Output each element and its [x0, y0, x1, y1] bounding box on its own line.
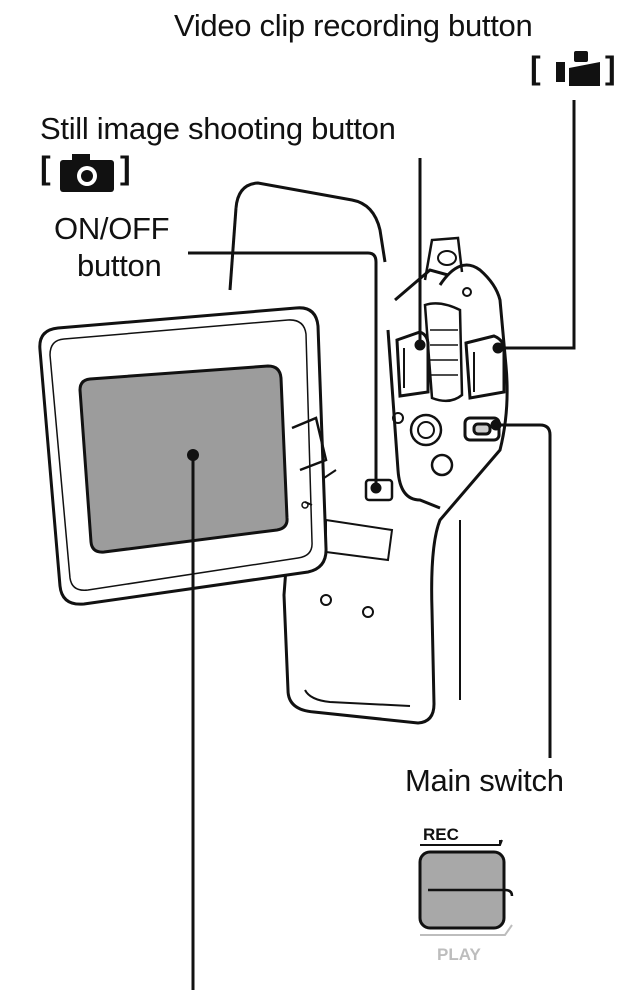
camera-body	[228, 181, 509, 725]
main-switch-leader	[496, 423, 552, 758]
still-image-shooting-label: Still image shooting button	[40, 111, 396, 146]
on-off-label-line1: ON/OFF	[54, 211, 170, 246]
switch-rec-label: REC	[423, 825, 459, 844]
rec-play-switch: REC PLAY	[418, 825, 514, 964]
leader-lines	[188, 100, 576, 990]
lcd-monitor	[38, 306, 328, 606]
still-image-bracket-close: ]	[120, 150, 131, 186]
video-clip-recording-label: Video clip recording button	[174, 8, 533, 43]
switch-play-label: PLAY	[437, 945, 481, 964]
still-image-bracket-open: [	[40, 150, 51, 186]
video-camera-icon	[556, 51, 600, 86]
main-switch-label: Main switch	[405, 763, 564, 798]
video-clip-bracket-close: ]	[605, 50, 616, 86]
video-button-body	[464, 334, 506, 400]
video-button-leader	[498, 100, 576, 350]
on-off-leader	[188, 251, 378, 488]
on-off-label-line2: button	[77, 248, 162, 283]
video-clip-bracket-open: [	[530, 50, 541, 86]
camera-icon	[60, 154, 114, 192]
